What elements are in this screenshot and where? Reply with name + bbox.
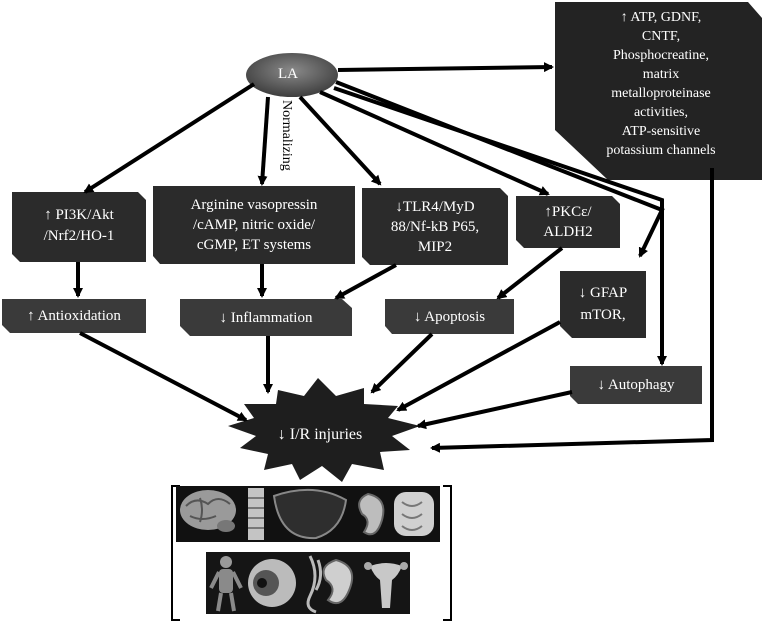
atp-line-2: CNTF, [641, 29, 681, 44]
inflammation-box [180, 299, 352, 336]
pi3k-box-text: ↑ PI3K/Akt /Nrf2/HO-1 [12, 205, 146, 247]
apoptosis-box [385, 299, 514, 334]
atp-line-1: ↑ ATP, GDNF, [620, 10, 702, 25]
arginine-line-3: cGMP, ET systems [196, 237, 312, 253]
gfap-box-text: ↓ GFAP mTOR, [560, 282, 646, 326]
atp-line-8: potassium channels [606, 143, 716, 158]
arrow-la-to-pkc [319, 90, 550, 196]
tlr4-line-1: ↓TLR4/MyD [395, 199, 475, 215]
ir-injuries-starburst [228, 378, 420, 482]
pkc-line-2: ALDH2 [543, 224, 593, 240]
antioxidation-label: ↑ Antioxidation [27, 308, 121, 324]
gfap-box [560, 271, 646, 338]
kidney-icon [322, 558, 354, 604]
autophagy-box [570, 366, 702, 404]
pkc-box-text: ↑PKCε/ ALDH2 [516, 202, 620, 242]
arrow-apoptosis-to-ir [370, 332, 434, 394]
arrow-la-to-tlr4 [298, 95, 382, 186]
atp-box [555, 2, 762, 180]
body-icon [209, 556, 243, 612]
ir-injuries-label: ↓ I/R injuries [277, 426, 363, 443]
tlr4-line-3: MIP2 [417, 239, 453, 255]
pkc-line-1: ↑PKCε/ [544, 204, 592, 220]
arrow-pkc-to-apoptosis [496, 246, 564, 300]
atp-line-4: matrix [642, 67, 680, 82]
arrow-tlr4-to-inflammation [334, 263, 397, 300]
la-oval [246, 53, 338, 97]
uterus-icon [364, 562, 408, 608]
arginine-line-1: Arginine vasopressin [190, 197, 318, 213]
organ-row-2 [206, 552, 410, 614]
atp-line-6: activities, [633, 105, 689, 120]
arrow-gfap-to-ir [396, 320, 561, 412]
arginine-line-2: /cAMP, nitric oxide/ [192, 217, 316, 233]
pi3k-box [12, 192, 146, 262]
organ-row-1 [176, 486, 440, 542]
arrow-la-to-autophagy [333, 86, 667, 366]
atp-box-text: ↑ ATP, GDNF, CNTF, Phosphocreatine, matr… [565, 8, 757, 160]
atp-line-5: metalloproteinase [611, 86, 711, 101]
tlr4-line-2: 88/Nf-kB P65, [390, 219, 480, 235]
spine-icon [248, 488, 264, 540]
pi3k-line-1: ↑ PI3K/Akt [44, 207, 114, 223]
arginine-box-text: Arginine vasopressin /cAMP, nitric oxide… [153, 195, 355, 255]
tlr4-box-text: ↓TLR4/MyD 88/Nf-kB P65, MIP2 [362, 197, 508, 257]
pkc-box [516, 196, 620, 248]
gfap-line-2: mTOR, [580, 307, 626, 323]
arrow-antioxidation-to-ir [79, 331, 248, 422]
normalizing-label: Normalizing [279, 100, 294, 171]
intestine-icon [394, 492, 434, 536]
liver-icon [272, 488, 348, 540]
arginine-box [153, 186, 355, 264]
atp-line-7: ATP-sensitive [621, 124, 701, 139]
atp-line-3: Phosphocreatine, [612, 48, 710, 63]
inflammation-label: ↓ Inflammation [219, 310, 313, 326]
apoptosis-label: ↓ Apoptosis [413, 309, 486, 325]
kidney-icon [358, 492, 385, 536]
arrow-la-to-pi3k [83, 82, 256, 194]
arrow-la-to-arginine [257, 96, 270, 186]
arrow-la-to-atp [337, 62, 554, 73]
nerve-icon [306, 555, 323, 614]
brain-icon [180, 490, 236, 532]
gfap-line-1: ↓ GFAP [578, 285, 628, 301]
pi3k-line-2: /Nrf2/HO-1 [43, 228, 115, 244]
arrow-autophagy-to-ir [416, 390, 573, 430]
arrow-atp-to-ir [430, 168, 714, 453]
antioxidation-box [2, 299, 146, 333]
eye-icon [248, 559, 296, 607]
tlr4-box [362, 188, 508, 265]
la-label: LA [278, 66, 298, 82]
autophagy-label: ↓ Autophagy [597, 377, 675, 393]
